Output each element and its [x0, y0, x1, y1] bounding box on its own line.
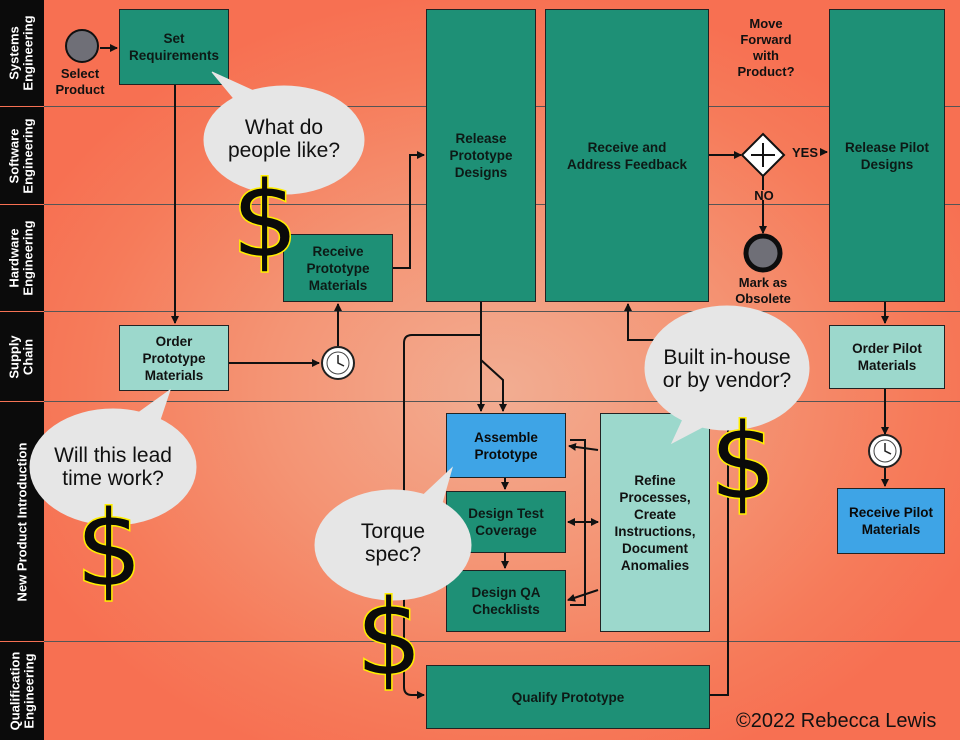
release-pilot-designs-box: Release Pilot Designs	[829, 9, 945, 302]
callout-bubble-people	[203, 85, 365, 195]
design-qa-checklists-box: Design QA Checklists	[446, 570, 566, 632]
flow-refine-to-qa	[567, 589, 599, 602]
dollar-sign-icon: $	[230, 159, 299, 281]
end-event-label: Mark as Obsolete	[735, 275, 791, 306]
callout-bubble-vendor	[644, 305, 810, 431]
end-event-icon	[743, 233, 783, 273]
lane-header-software-engineering: Software Engineering	[0, 107, 44, 204]
gateway-yes-label: YES	[791, 145, 818, 160]
order-pilot-materials-box: Order Pilot Materials	[829, 325, 945, 389]
gateway-no-label: NO	[754, 188, 774, 203]
dollar-sign-icon: $	[74, 488, 143, 610]
gateway-question-label: Move Forward with Product?	[737, 16, 795, 79]
flow-release-to-refine	[480, 302, 507, 412]
callout-text-vendor: Built in-house or by vendor?	[662, 346, 792, 392]
timer-icon	[868, 434, 902, 468]
lane-header-qualification-engineering: Qualification Engineering	[0, 642, 44, 740]
refine-processes-box: Refine Processes, Create Instructions, D…	[600, 413, 710, 632]
callout-text-torque: Torque spec?	[360, 520, 426, 566]
lane-header-new-product-introduction: New Product Introduction	[0, 402, 44, 641]
receive-prototype-materials-box: Receive Prototype Materials	[283, 234, 393, 302]
start-event-icon	[65, 29, 99, 63]
assemble-prototype-box: Assemble Prototype	[446, 413, 566, 478]
callout-text-people: What do people like?	[227, 116, 341, 162]
copyright-notice: ©2022 Rebecca Lewis	[736, 710, 937, 732]
receive-and-address-feedback-box: Receive and Address Feedback	[545, 9, 709, 302]
callout-bubble-torque	[314, 489, 472, 601]
lane-header-supply-chain: Supply Chain	[0, 312, 44, 401]
lane-divider	[44, 311, 960, 312]
start-event-label: Select Product	[55, 66, 105, 97]
lane-divider	[44, 641, 960, 642]
lane-header-systems-engineering: Systems Engineering	[0, 0, 44, 106]
qualify-prototype-box: Qualify Prototype	[426, 665, 710, 729]
flow-receive-to-release	[393, 151, 425, 269]
order-prototype-materials-box: Order Prototype Materials	[119, 325, 229, 391]
callout-text-lead-time: Will this lead time work?	[54, 444, 172, 490]
callout-bubble-lead-time	[29, 408, 197, 526]
flow-refine-to-assemble	[568, 442, 599, 451]
dollar-sign-icon: $	[354, 577, 423, 699]
release-prototype-designs-box: Release Prototype Designs	[426, 9, 536, 302]
lane-header-hardware-engineering: Hardware Engineering	[0, 205, 44, 311]
timer-icon	[321, 346, 355, 380]
set-requirements-box: Set Requirements	[119, 9, 229, 85]
dollar-sign-icon: $	[708, 401, 777, 523]
receive-pilot-materials-box: Receive Pilot Materials	[837, 488, 945, 554]
exclusive-gateway-icon	[740, 132, 786, 178]
